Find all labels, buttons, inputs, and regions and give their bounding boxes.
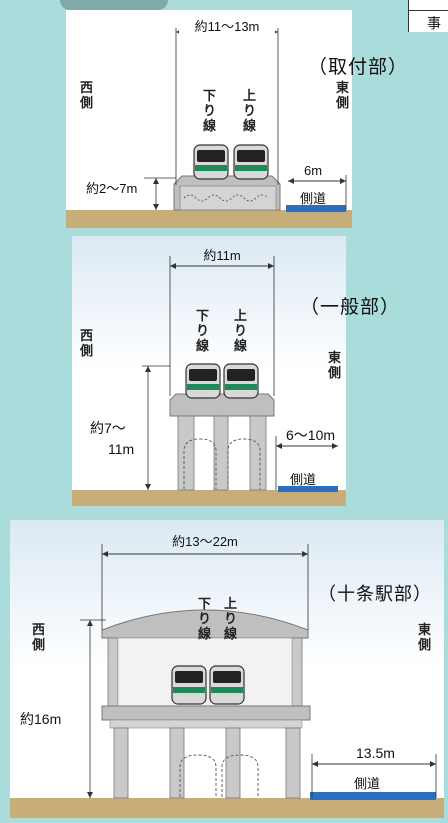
down-line-char-2: り [198,612,211,627]
up-line-char-2: り [243,104,256,119]
down-line-char-3: 線 [198,626,212,642]
pier-2 [169,727,185,799]
sidewalk-label: 側道 [300,191,326,206]
pier-4 [285,727,301,799]
east-label-2: 側 [417,637,431,653]
train-up-line [223,363,259,399]
header-tab-shadow [60,0,168,10]
train-down-line [193,144,229,180]
width-dimension: 約13〜22m [172,534,238,549]
west-label-1: 西 [32,623,45,638]
train-down-line [185,363,221,399]
up-line-char-3: 線 [234,338,248,354]
up-line-char-1: 上 [224,597,237,612]
down-line-char-1: 下 [203,89,216,104]
sidewalk-label: 側道 [354,776,380,791]
viaduct-deck [169,393,275,417]
east-label-2: 側 [335,95,349,111]
corner-table-fragment: 事 [408,0,448,32]
east-label-2: 側 [327,365,341,381]
height-dimension-line2: 11m [108,441,134,457]
approach-section-diagram: 約11〜13m 約2〜7m 6m 側道 西 側 東 側 下 り 線 上 り 線 [66,18,352,228]
height-dimension-line1: 約7〜 [90,420,126,436]
section-label-general: （一般部） [300,296,401,318]
general-section-diagram: 約11m 約7〜 11m 6〜10m 側道 西 側 東 側 下 り 線 上 り … [72,236,346,506]
down-line-char-1: 下 [198,597,211,612]
train-up-line [209,665,245,705]
panel-jujo-station: 約13〜22m 約16m 13.5m 側道 西 側 東 側 下 り 線 上 り … [10,520,444,818]
height-dimension: 約2〜7m [86,181,137,196]
panel-general: 約11m 約7〜 11m 6〜10m 側道 西 側 東 側 下 り 線 上 り … [72,236,346,506]
width-dimension: 約11m [203,248,240,263]
west-label-2: 側 [79,95,93,111]
width-dimension: 約11〜13m [195,19,260,34]
ground [10,798,444,818]
down-line-char-1: 下 [196,309,209,324]
pier-1 [113,727,129,799]
west-label-1: 西 [80,81,93,96]
up-line-char-2: り [224,612,237,627]
west-label-2: 側 [31,637,45,653]
up-line-char-1: 上 [234,309,247,324]
down-line-char-3: 線 [203,118,217,134]
train-up-line [233,144,269,180]
west-label-1: 西 [80,329,93,344]
ground [66,210,352,228]
east-label-1: 東 [328,350,341,366]
sidewalk-strip [310,792,436,800]
height-dimension: 約16m [20,711,61,727]
station-section-diagram: 約13〜22m 約16m 13.5m 側道 西 側 東 側 下 り 線 上 り … [10,520,444,818]
pier-3 [225,727,241,799]
up-line-char-3: 線 [224,626,238,642]
train-down-line [171,665,207,705]
up-line-char-3: 線 [243,118,257,134]
corner-char: 事 [427,16,441,32]
section-label-jujo-station: （十条駅部） [318,584,432,605]
station-deck [101,705,311,721]
pier-left [177,415,195,491]
up-line-char-1: 上 [243,89,256,104]
ground [72,490,346,506]
side-dimension: 6〜10m [286,427,335,443]
sidewalk-strip [286,205,346,212]
east-label-1: 東 [418,622,431,638]
down-line-char-2: り [203,104,216,119]
down-line-char-3: 線 [196,338,210,354]
down-line-char-2: り [196,324,209,339]
side-dimension: 6m [304,163,322,178]
west-label-2: 側 [79,343,93,359]
sidewalk-label: 側道 [290,472,316,487]
sidewalk-strip [278,486,338,492]
section-label-approach: （取付部） [308,56,409,78]
pier-right [249,415,267,491]
up-line-char-2: り [234,324,247,339]
east-label-1: 東 [336,80,349,96]
panel-approach: 約11〜13m 約2〜7m 6m 側道 西 側 東 側 下 り 線 上 り 線 [66,10,352,228]
side-dimension: 13.5m [356,745,395,761]
